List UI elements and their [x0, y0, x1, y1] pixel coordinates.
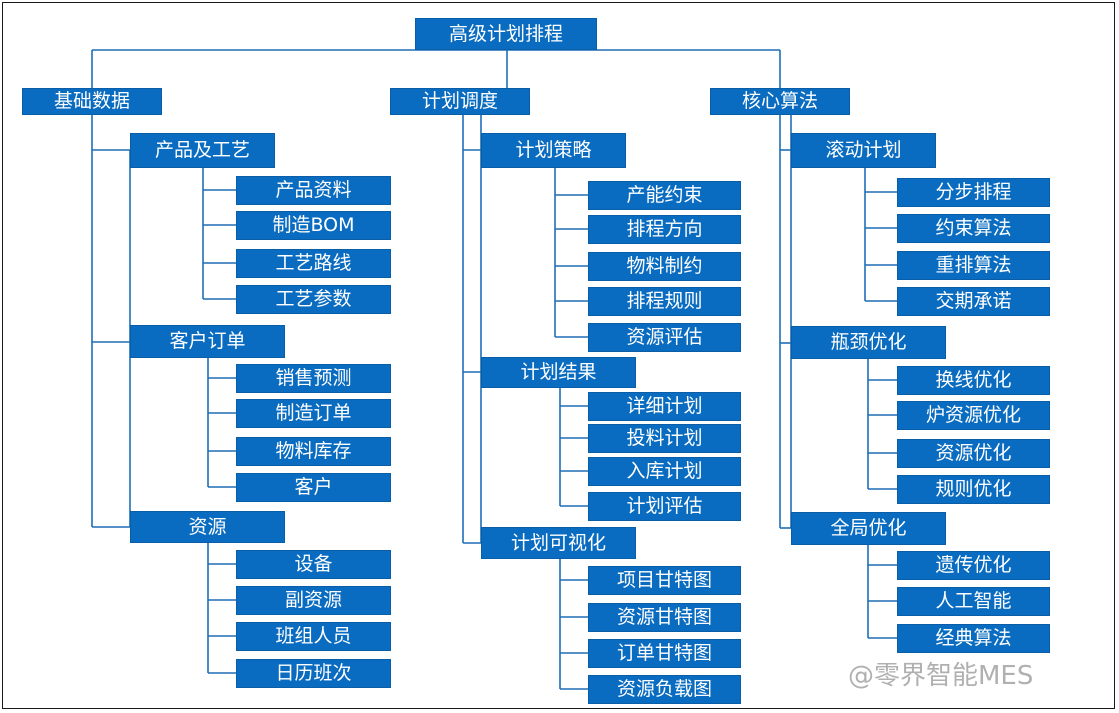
leaf-node: 客户: [236, 473, 391, 502]
leaf-node: 工艺参数: [236, 285, 391, 314]
leaf-node: 人工智能: [897, 587, 1050, 616]
leaf-node: 销售预测: [236, 364, 391, 393]
leaf-node: 投料计划: [588, 424, 741, 453]
leaf-node: 日历班次: [236, 659, 391, 688]
leaf-node: 炉资源优化: [897, 401, 1050, 430]
leaf-node: 副资源: [236, 586, 391, 615]
leaf-node: 物料库存: [236, 437, 391, 466]
leaf-node: 约束算法: [897, 214, 1050, 243]
group-node: 滚动计划: [791, 133, 936, 168]
leaf-node: 规则优化: [897, 475, 1050, 504]
watermark-text: @零界智能MES: [848, 661, 1034, 691]
leaf-node: 项目甘特图: [588, 566, 741, 595]
leaf-node: 设备: [236, 550, 391, 579]
group-node: 计划结果: [481, 357, 636, 388]
leaf-node: 入库计划: [588, 457, 741, 486]
group-node: 瓶颈优化: [791, 326, 946, 359]
leaf-node: 资源评估: [588, 323, 741, 352]
watermark: @零界智能MES: [848, 655, 1033, 692]
leaf-node: 重排算法: [897, 251, 1050, 280]
leaf-node: 班组人员: [236, 622, 391, 651]
group-node: 资源: [130, 511, 285, 543]
leaf-node: 制造BOM: [236, 211, 391, 240]
leaf-node: 物料制约: [588, 252, 741, 281]
leaf-node: 产能约束: [588, 181, 741, 210]
group-node: 全局优化: [791, 512, 946, 545]
leaf-node: 交期承诺: [897, 287, 1050, 316]
group-node: 客户订单: [130, 325, 285, 358]
leaf-node: 详细计划: [588, 392, 741, 421]
leaf-node: 分步排程: [897, 178, 1050, 207]
leaf-node: 制造订单: [236, 399, 391, 428]
group-node: 计划可视化: [481, 527, 636, 559]
leaf-node: 产品资料: [236, 176, 391, 205]
leaf-node: 经典算法: [897, 624, 1050, 653]
leaf-node: 排程规则: [588, 287, 741, 316]
column-node-plan-scheduling: 计划调度: [390, 88, 530, 115]
leaf-node: 换线优化: [897, 366, 1050, 395]
leaf-node: 排程方向: [588, 215, 741, 244]
column-node-core-algorithm: 核心算法: [710, 88, 850, 115]
leaf-node: 资源甘特图: [588, 603, 741, 632]
group-node: 计划策略: [481, 133, 626, 168]
root-node: 高级计划排程: [415, 18, 597, 50]
group-node: 产品及工艺: [130, 133, 275, 168]
leaf-node: 遗传优化: [897, 551, 1050, 580]
leaf-node: 计划评估: [588, 492, 741, 521]
column-node-basic-data: 基础数据: [22, 88, 162, 115]
leaf-node: 资源负载图: [588, 675, 741, 704]
leaf-node: 工艺路线: [236, 249, 391, 278]
leaf-node: 订单甘特图: [588, 639, 741, 668]
leaf-node: 资源优化: [897, 439, 1050, 468]
